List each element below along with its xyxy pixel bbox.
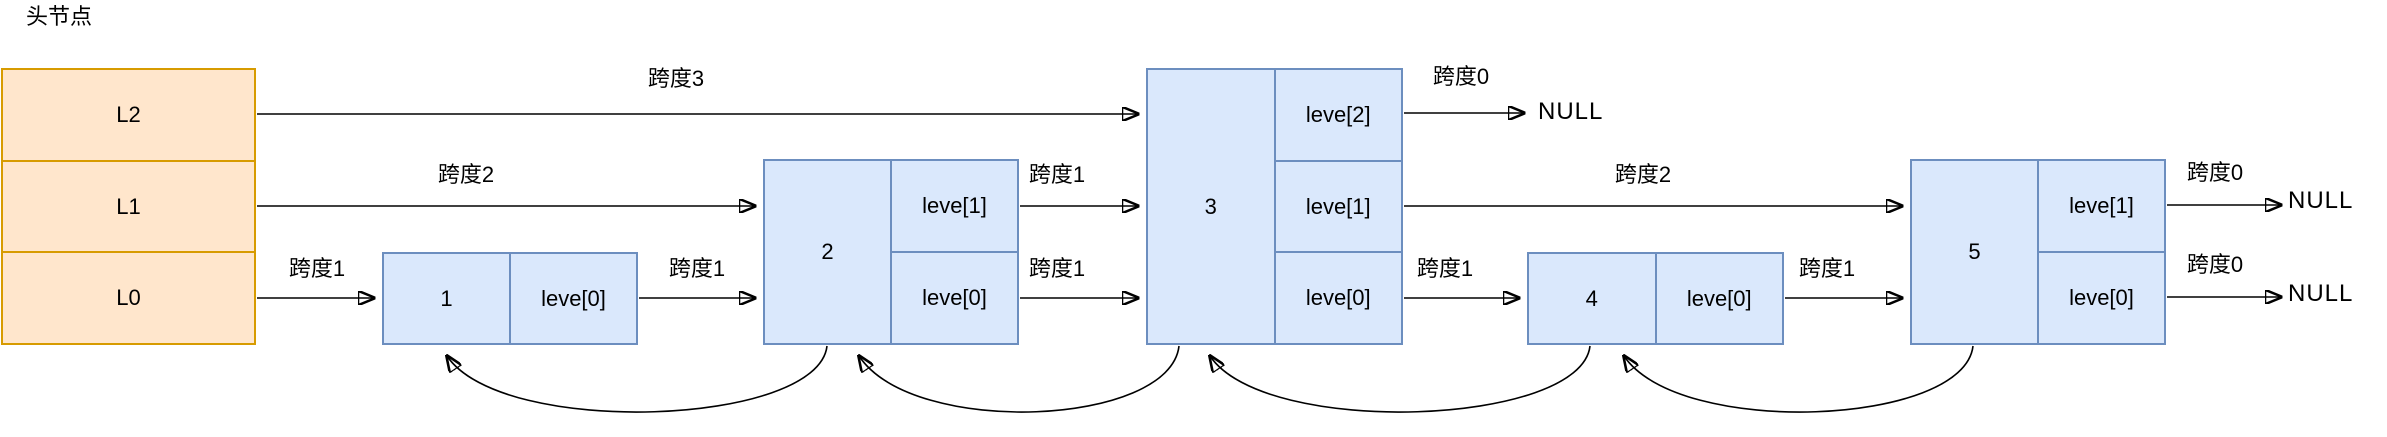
node-4-levels: leve[0] — [1657, 254, 1783, 343]
node-5: 5 leve[1] leve[0] — [1910, 159, 2166, 345]
node-3-levels: leve[2] leve[1] leve[0] — [1275, 70, 1401, 343]
node-4-value: 4 — [1529, 254, 1657, 343]
node-4: 4 leve[0] — [1527, 252, 1784, 345]
node-1: 1 leve[0] — [382, 252, 638, 345]
node-5-leve0: leve[0] — [2039, 251, 2164, 343]
node-3-leve2: leve[2] — [1305, 101, 1371, 127]
span-label-n3-lev0-to-4: 跨度1 — [1416, 256, 1474, 281]
span-label-n1-to-2: 跨度1 — [668, 256, 726, 281]
node-1-value: 1 — [384, 254, 511, 343]
head-level-l1: L1 — [3, 159, 254, 252]
backward-arrow-node2-to-node1 — [447, 345, 828, 413]
node-3-value: 3 — [1148, 70, 1276, 343]
node-5-leve1: leve[1] — [2069, 193, 2134, 218]
span-label-n3-lev2-to-null: 跨度0 — [1432, 64, 1490, 89]
node-1-levels: leve[0] — [511, 254, 636, 343]
node-2-leve1: leve[1] — [922, 193, 987, 218]
node-5-levels: leve[1] leve[0] — [2039, 161, 2164, 343]
null-terminator-node5-leve1: NULL — [2288, 187, 2354, 214]
node-2-leve0: leve[0] — [892, 251, 1017, 343]
node-3: 3 leve[2] leve[1] leve[0] — [1146, 68, 1403, 345]
head-level-l2: L2 — [116, 101, 141, 127]
node-5-value: 5 — [1912, 161, 2039, 343]
span-label-head-l2-to-3: 跨度3 — [647, 66, 705, 91]
node-2: 2 leve[1] leve[0] — [763, 159, 1019, 345]
node-2-levels: leve[1] leve[0] — [892, 161, 1017, 343]
null-terminator-node5-leve0: NULL — [2288, 280, 2354, 307]
head-level-l0: L0 — [3, 251, 254, 343]
span-label-n5-lev0-to-null: 跨度0 — [2186, 252, 2244, 277]
null-terminator-leve2: NULL — [1538, 98, 1604, 125]
backward-arrow-node4-to-node3 — [1210, 345, 1591, 413]
span-label-n2-lev1-to-3: 跨度1 — [1028, 162, 1086, 187]
node-2-value: 2 — [765, 161, 892, 343]
span-label-n4-to-5: 跨度1 — [1798, 256, 1856, 281]
node-4-leve0: leve[0] — [1686, 285, 1752, 311]
node-3-leve1: leve[1] — [1275, 159, 1401, 252]
head-node-title: 头节点 — [26, 4, 93, 29]
backward-arrow-node3-to-node2 — [859, 345, 1180, 413]
head-node: L2 L1 L0 — [1, 68, 256, 345]
backward-arrow-node5-to-node4 — [1624, 345, 1974, 413]
span-label-head-l0-to-1: 跨度1 — [288, 256, 346, 281]
span-label-head-l1-to-2: 跨度2 — [437, 162, 495, 187]
span-label-n3-lev1-to-5: 跨度2 — [1614, 162, 1672, 187]
span-label-n2-lev0-to-3: 跨度1 — [1028, 256, 1086, 281]
node-3-leve0: leve[0] — [1275, 251, 1401, 343]
node-1-leve0: leve[0] — [541, 285, 606, 311]
span-label-n5-lev1-to-null: 跨度0 — [2186, 160, 2244, 185]
